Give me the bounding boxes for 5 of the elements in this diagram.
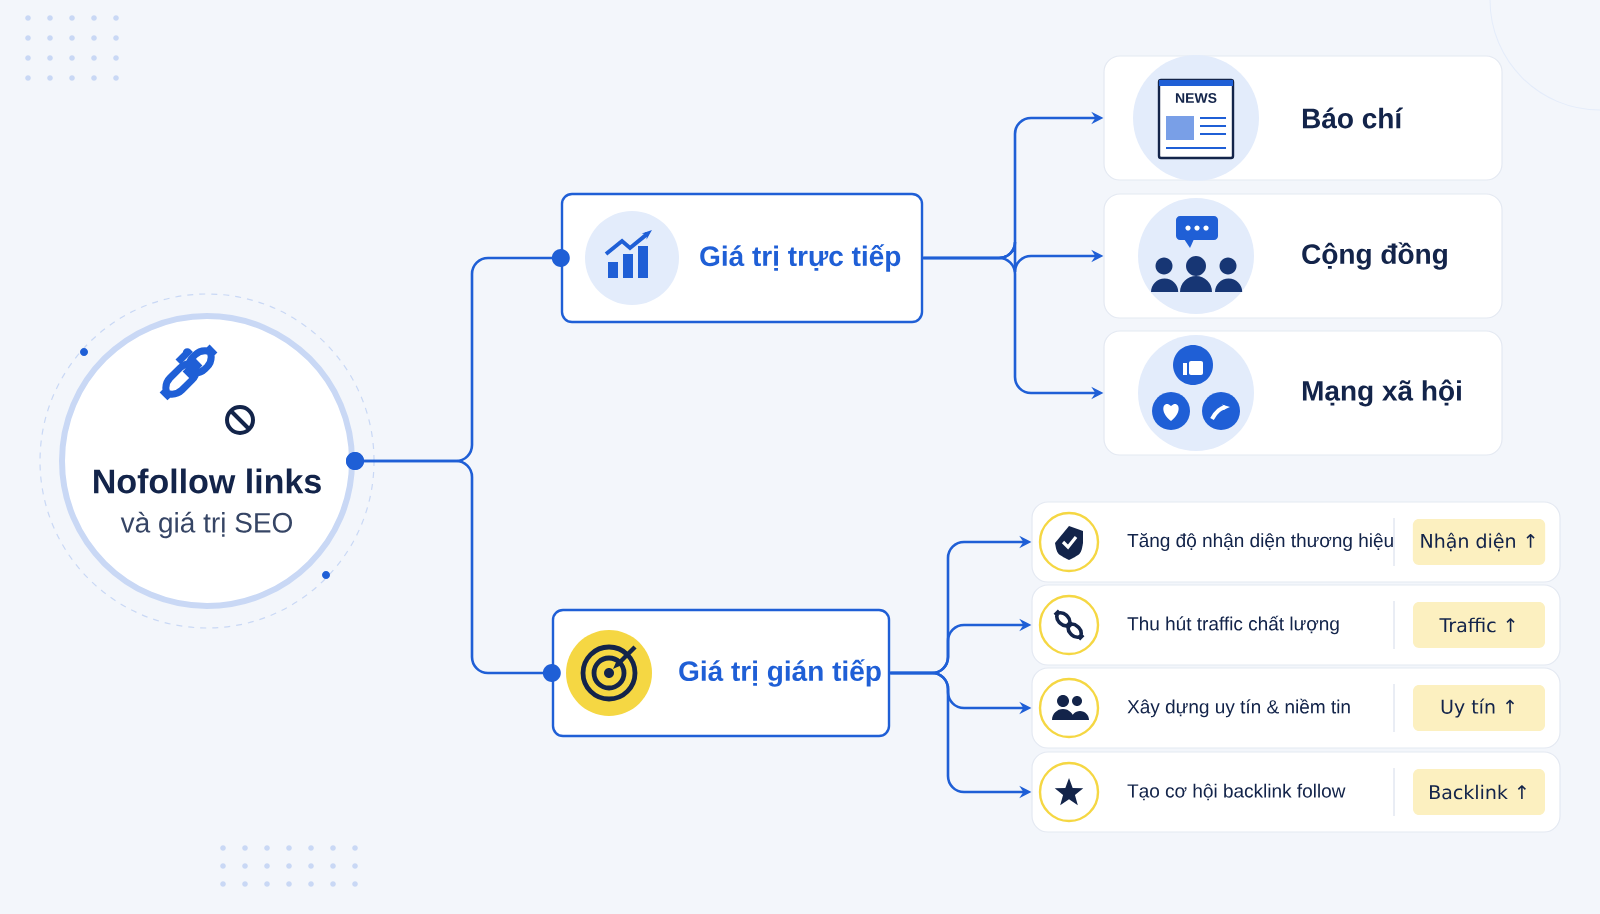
metric-badge: Backlink ↑ (1413, 769, 1545, 815)
metric-badge: Uy tín ↑ (1413, 685, 1545, 731)
metric-badge: Nhận diện ↑ (1412, 519, 1546, 565)
metric-badge: Traffic ↑ (1413, 602, 1545, 648)
connector (346, 452, 561, 682)
